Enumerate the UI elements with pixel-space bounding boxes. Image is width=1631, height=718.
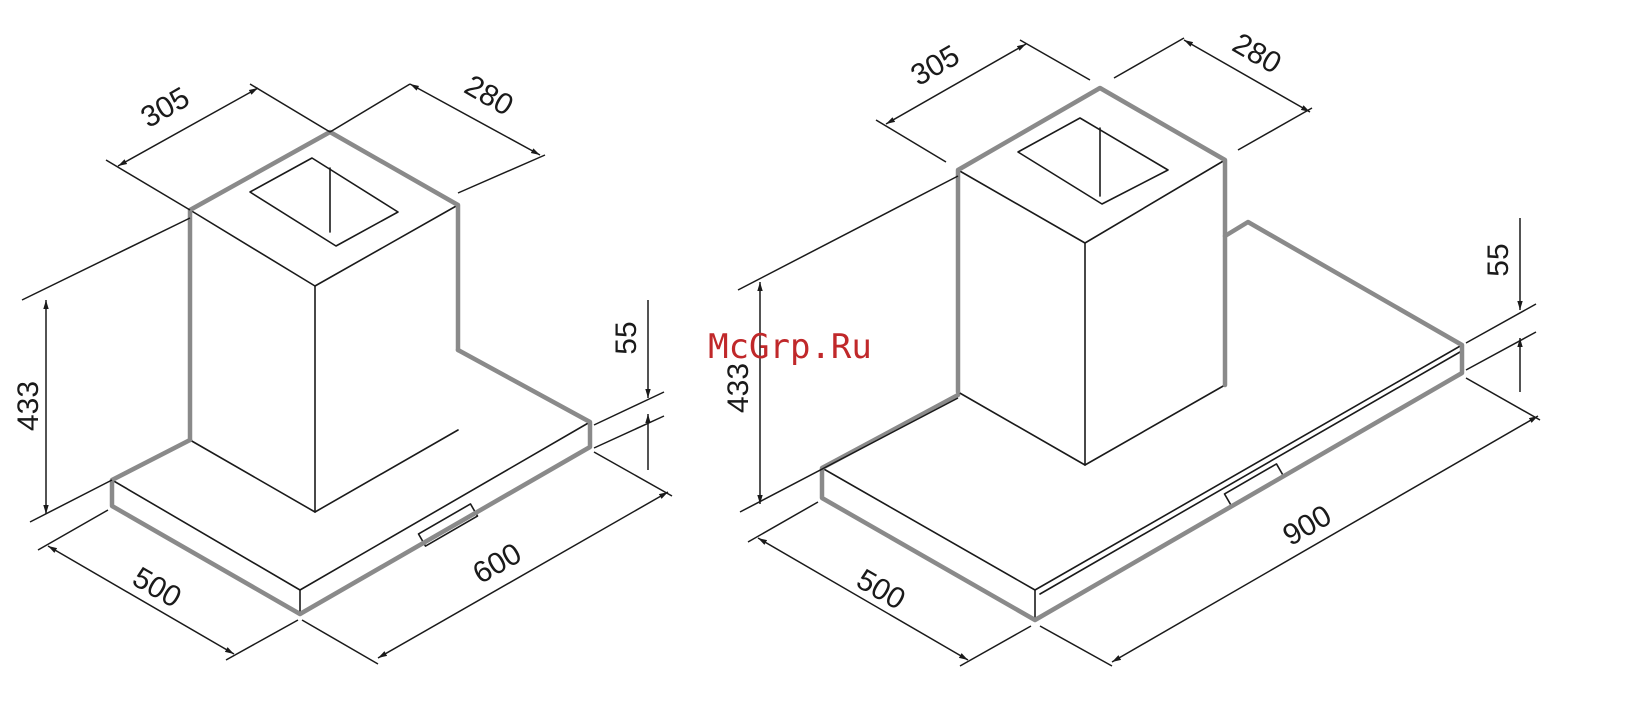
dim-433-label-2: 433 [722, 363, 755, 413]
watermark-text: McGrp.Ru [708, 327, 872, 367]
dim-500-label: 500 [127, 561, 187, 615]
dim-900-label: 900 [1277, 499, 1337, 553]
dim-433-label: 433 [12, 381, 45, 431]
hood-600: 305 280 433 55 500 600 [12, 69, 672, 664]
dim-500-label-2: 500 [851, 563, 911, 617]
hood-600-canopy [112, 350, 590, 614]
hood-600-dimensions: 305 280 433 55 500 600 [12, 69, 672, 664]
dim-280-label-2: 280 [1227, 27, 1287, 81]
hood-900-chimney [958, 88, 1225, 465]
dim-55-label: 55 [610, 321, 643, 354]
hood-900-canopy [822, 222, 1462, 620]
dim-600-label: 600 [467, 537, 527, 591]
dim-280-label: 280 [459, 69, 519, 123]
dim-55-label-2: 55 [1482, 243, 1515, 276]
dim-305-label: 305 [135, 81, 195, 135]
hood-600-chimney [190, 132, 458, 512]
